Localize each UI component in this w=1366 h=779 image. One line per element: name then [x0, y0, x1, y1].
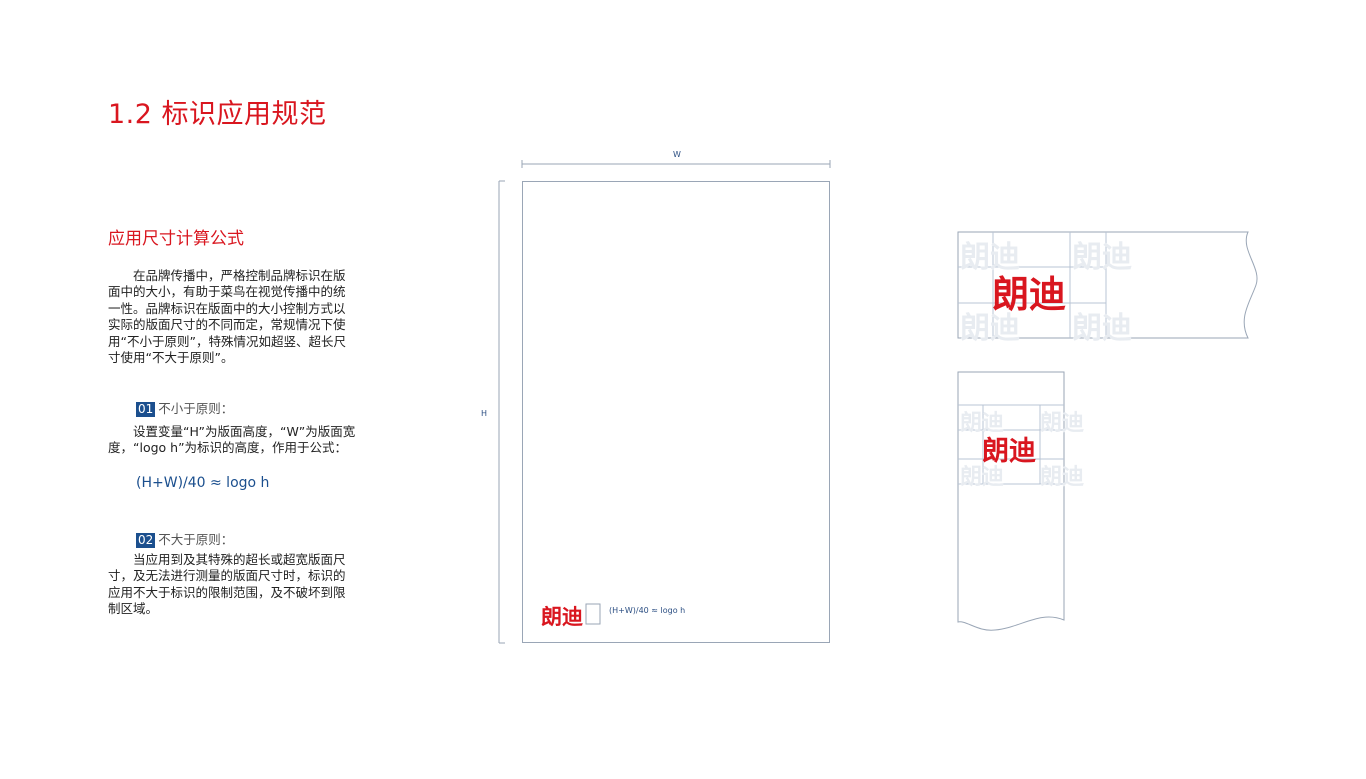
card-wide-logo: 朗迪 — [992, 273, 1066, 316]
rule-01-formula: (H+W)/40 ≈ logo h — [136, 475, 270, 491]
height-label: H — [481, 409, 488, 418]
ghost-logo-tall-top-left: 朗迪 — [960, 411, 1005, 436]
rule-02-title: 不大于原则： — [158, 532, 234, 547]
intro-paragraph: 在品牌传播中，严格控制品牌标识在版面中的大小，有助于菜鸟在视觉传播中的统一性。品… — [108, 268, 346, 366]
section-title: 应用尺寸计算公式 — [108, 229, 244, 249]
ghost-logo-tall-top-right: 朗迪 — [1040, 411, 1085, 436]
ghost-logo-top-right: 朗迪 — [1072, 240, 1132, 275]
card-tall-logo: 朗迪 — [982, 436, 1036, 467]
ghost-logo-top-left: 朗迪 — [960, 240, 1020, 275]
rule-01-badge: 01 — [136, 402, 156, 417]
ghost-logo-bottom-left: 朗迪 — [960, 311, 1020, 346]
rule-02-body: 当应用到及其特殊的超长或超宽版面尺寸，及无法进行测量的版面尺寸时，标识的应用不大… — [108, 552, 346, 617]
page-title: 1.2 标识应用规范 — [108, 99, 327, 130]
page-frame — [522, 181, 830, 643]
ghost-logo-tall-bottom-left: 朗迪 — [960, 465, 1005, 490]
ghost-logo-tall-bottom-right: 朗迪 — [1040, 465, 1085, 490]
rule-01-body: 设置变量“H”为版面高度，“W”为版面宽度，“logo h”为标识的高度，作用于… — [108, 424, 356, 456]
page-formula: (H+W)/40 ≈ logo h — [609, 606, 686, 615]
width-label: W — [673, 150, 681, 159]
rule-02-badge: 02 — [136, 533, 156, 548]
rule-01-title: 不小于原则： — [158, 401, 234, 416]
ghost-logo-bottom-right: 朗迪 — [1072, 311, 1132, 346]
page-logo: 朗迪 — [541, 605, 583, 629]
